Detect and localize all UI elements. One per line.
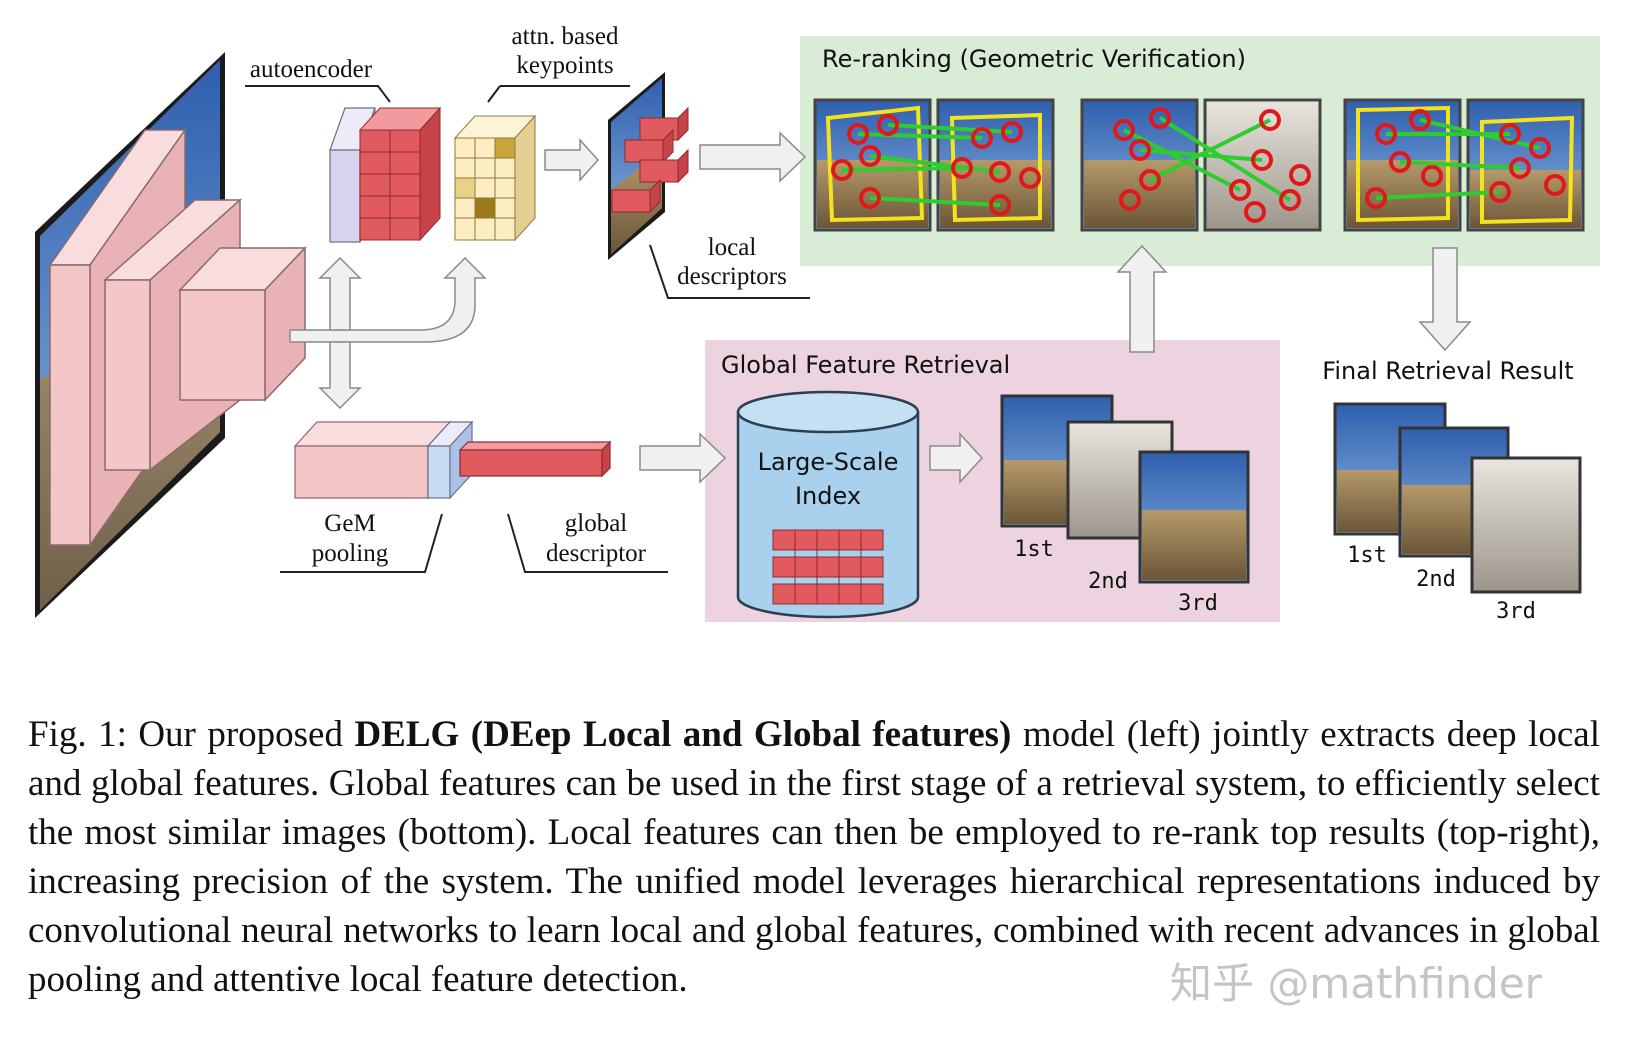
local-descriptor-cubes [611,106,689,214]
gem-pooling-block [293,420,452,500]
label-autoencoder: autoencoder [250,56,373,83]
label-leader-lines [245,85,810,573]
label-local-line1: local [708,234,757,261]
arrow-to-top-results [929,432,984,484]
delg-diagram: autoencoder attn. based keypoints local … [35,23,1600,624]
final-rank-3rd: 3rd [1496,599,1536,624]
global-results-stack [1000,394,1250,584]
global-retrieval-title: Global Feature Retrieval [721,351,1010,379]
index-label-line1: Large-Scale [758,448,899,476]
label-gem-line2: pooling [312,540,389,567]
arrow-to-reranking [699,131,807,183]
final-rank-1st: 1st [1347,543,1387,568]
attention-keypoints-block [453,114,537,242]
verification-boxes [825,105,1575,225]
figure-caption: Fig. 1: Our proposed DELG (DEep Local an… [28,710,1600,1004]
caption-body: model (left) jointly extracts deep local… [28,714,1601,1000]
label-local-line2: descriptors [677,263,787,290]
global-rank-3rd: 3rd [1178,591,1218,616]
reranking-title: Re-ranking (Geometric Verification) [822,45,1246,73]
arrow-down-to-final [1418,247,1472,352]
branch-arrows [289,256,487,410]
global-descriptor-bar [458,440,612,478]
keypoint-circles [831,107,1566,223]
global-rank-1st: 1st [1014,537,1054,562]
index-label-line2: Index [795,482,861,510]
label-gem-line1: GeM [324,510,375,537]
label-global-line2: descriptor [546,540,647,567]
global-rank-2nd: 2nd [1088,569,1128,594]
autoencoder-red-cells [358,106,442,242]
arrow-to-index [639,432,727,484]
caption-bold-title: DELG (DEep Local and Global features) [354,714,1012,755]
final-results-stack [1333,402,1582,594]
index-red-cells [772,529,884,605]
caption-prefix: Fig. 1: Our proposed [28,714,355,755]
label-attn-line1: attn. based [512,23,619,50]
label-attn-line2: keypoints [516,52,613,79]
cnn-backbone [48,127,307,548]
arrow-to-local [544,138,600,182]
label-global-line1: global [565,510,628,537]
arrow-up-to-reranking [1116,244,1168,353]
final-retrieval-title: Final Retrieval Result [1322,357,1573,385]
final-rank-2nd: 2nd [1416,567,1456,592]
